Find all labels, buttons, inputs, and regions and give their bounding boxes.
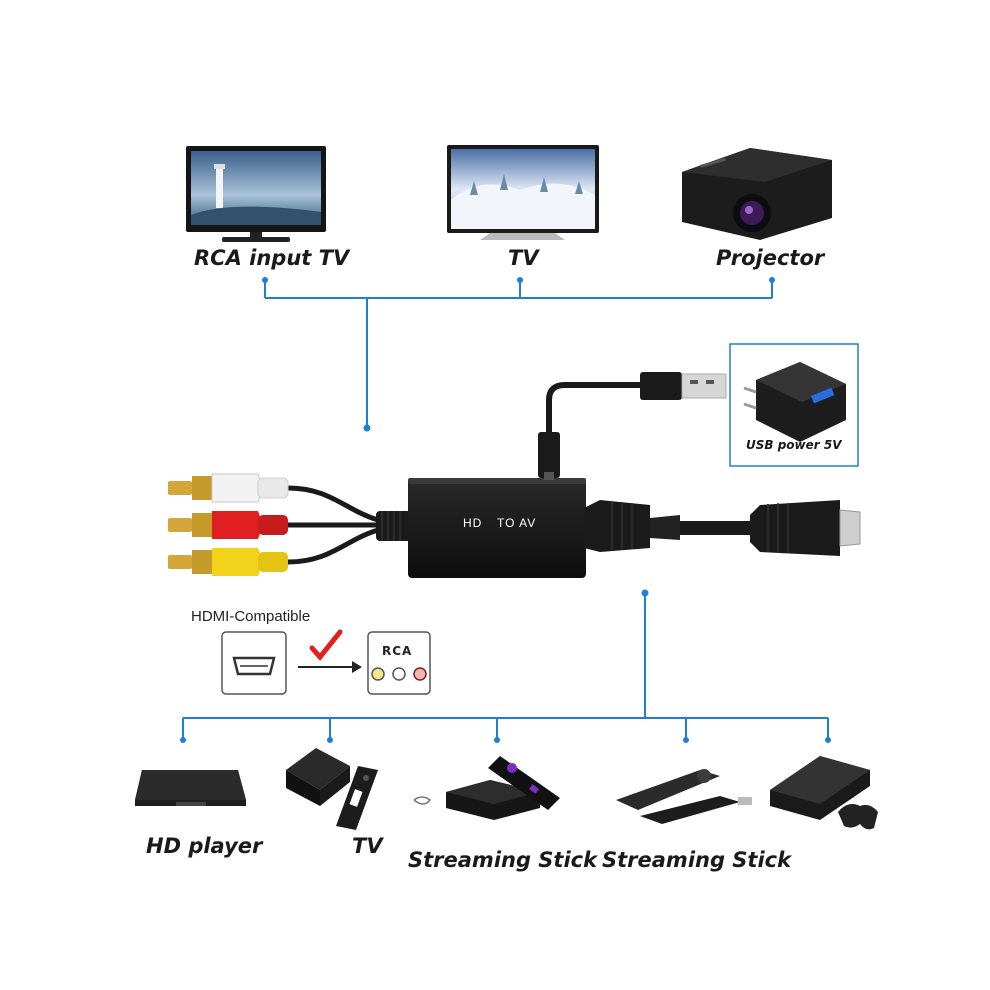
legend-title: HDMI-Compatible	[191, 608, 311, 625]
device-label-streaming-stick-1: Streaming Stick	[408, 848, 598, 872]
converter-box	[408, 478, 586, 578]
top-connector-lines	[264, 280, 773, 428]
usb-charger-icon	[743, 362, 846, 442]
connector-dot	[494, 737, 500, 743]
rca-plug-yellow	[168, 548, 288, 576]
hdmi-legend	[221, 629, 431, 695]
device-label-streaming-stick-2: Streaming Stick	[602, 848, 792, 872]
hd-player-icon	[135, 770, 246, 806]
hdmi-port-box	[221, 631, 287, 695]
rca-port-box	[367, 631, 431, 695]
streaming-box-icon	[413, 756, 560, 820]
usb-power-frame	[729, 343, 859, 467]
device-label-projector: Projector	[716, 246, 825, 270]
connector-dot	[327, 737, 333, 743]
device-label-rca-input-tv: RCA input TV	[194, 246, 350, 270]
connector-dot	[641, 589, 649, 597]
connector-dot	[683, 737, 689, 743]
legend-rca-label: RCA	[382, 644, 413, 658]
converter-label-to-av: TO AV	[497, 516, 537, 530]
device-label-tv-box: TV	[352, 834, 383, 858]
hdmi-port-icon	[232, 656, 276, 676]
projector-icon	[682, 148, 832, 240]
hdmi-cable	[584, 500, 861, 556]
rca-port-red-icon	[413, 667, 427, 681]
rca-port-yellow-icon	[371, 667, 385, 681]
rca-cable-assembly	[168, 473, 412, 576]
device-label-tv: TV	[508, 246, 539, 270]
connector-dot	[180, 737, 186, 743]
bottom-connector-lines	[182, 593, 829, 740]
rca-port-white-icon	[392, 667, 406, 681]
flat-tv-icon	[447, 145, 599, 240]
connector-dot	[769, 277, 775, 283]
usb-power-label: USB power 5V	[746, 438, 842, 452]
usb-cable	[538, 372, 727, 480]
connector-dot	[825, 737, 831, 743]
connector-dot	[262, 277, 268, 283]
crt-tv-icon	[186, 146, 326, 242]
tv-box-icon	[286, 748, 378, 830]
game-console-icon	[770, 756, 878, 830]
connector-dot	[517, 277, 523, 283]
connector-dot	[363, 424, 371, 432]
check-mark-icon	[309, 629, 343, 661]
converter-label-hd: HD	[463, 516, 483, 530]
fire-stick-icon	[616, 769, 752, 824]
rca-plug-red	[168, 511, 288, 539]
arrow-head-icon	[352, 661, 362, 673]
device-label-hd-player: HD player	[146, 834, 263, 858]
rca-plug-white	[168, 473, 289, 503]
